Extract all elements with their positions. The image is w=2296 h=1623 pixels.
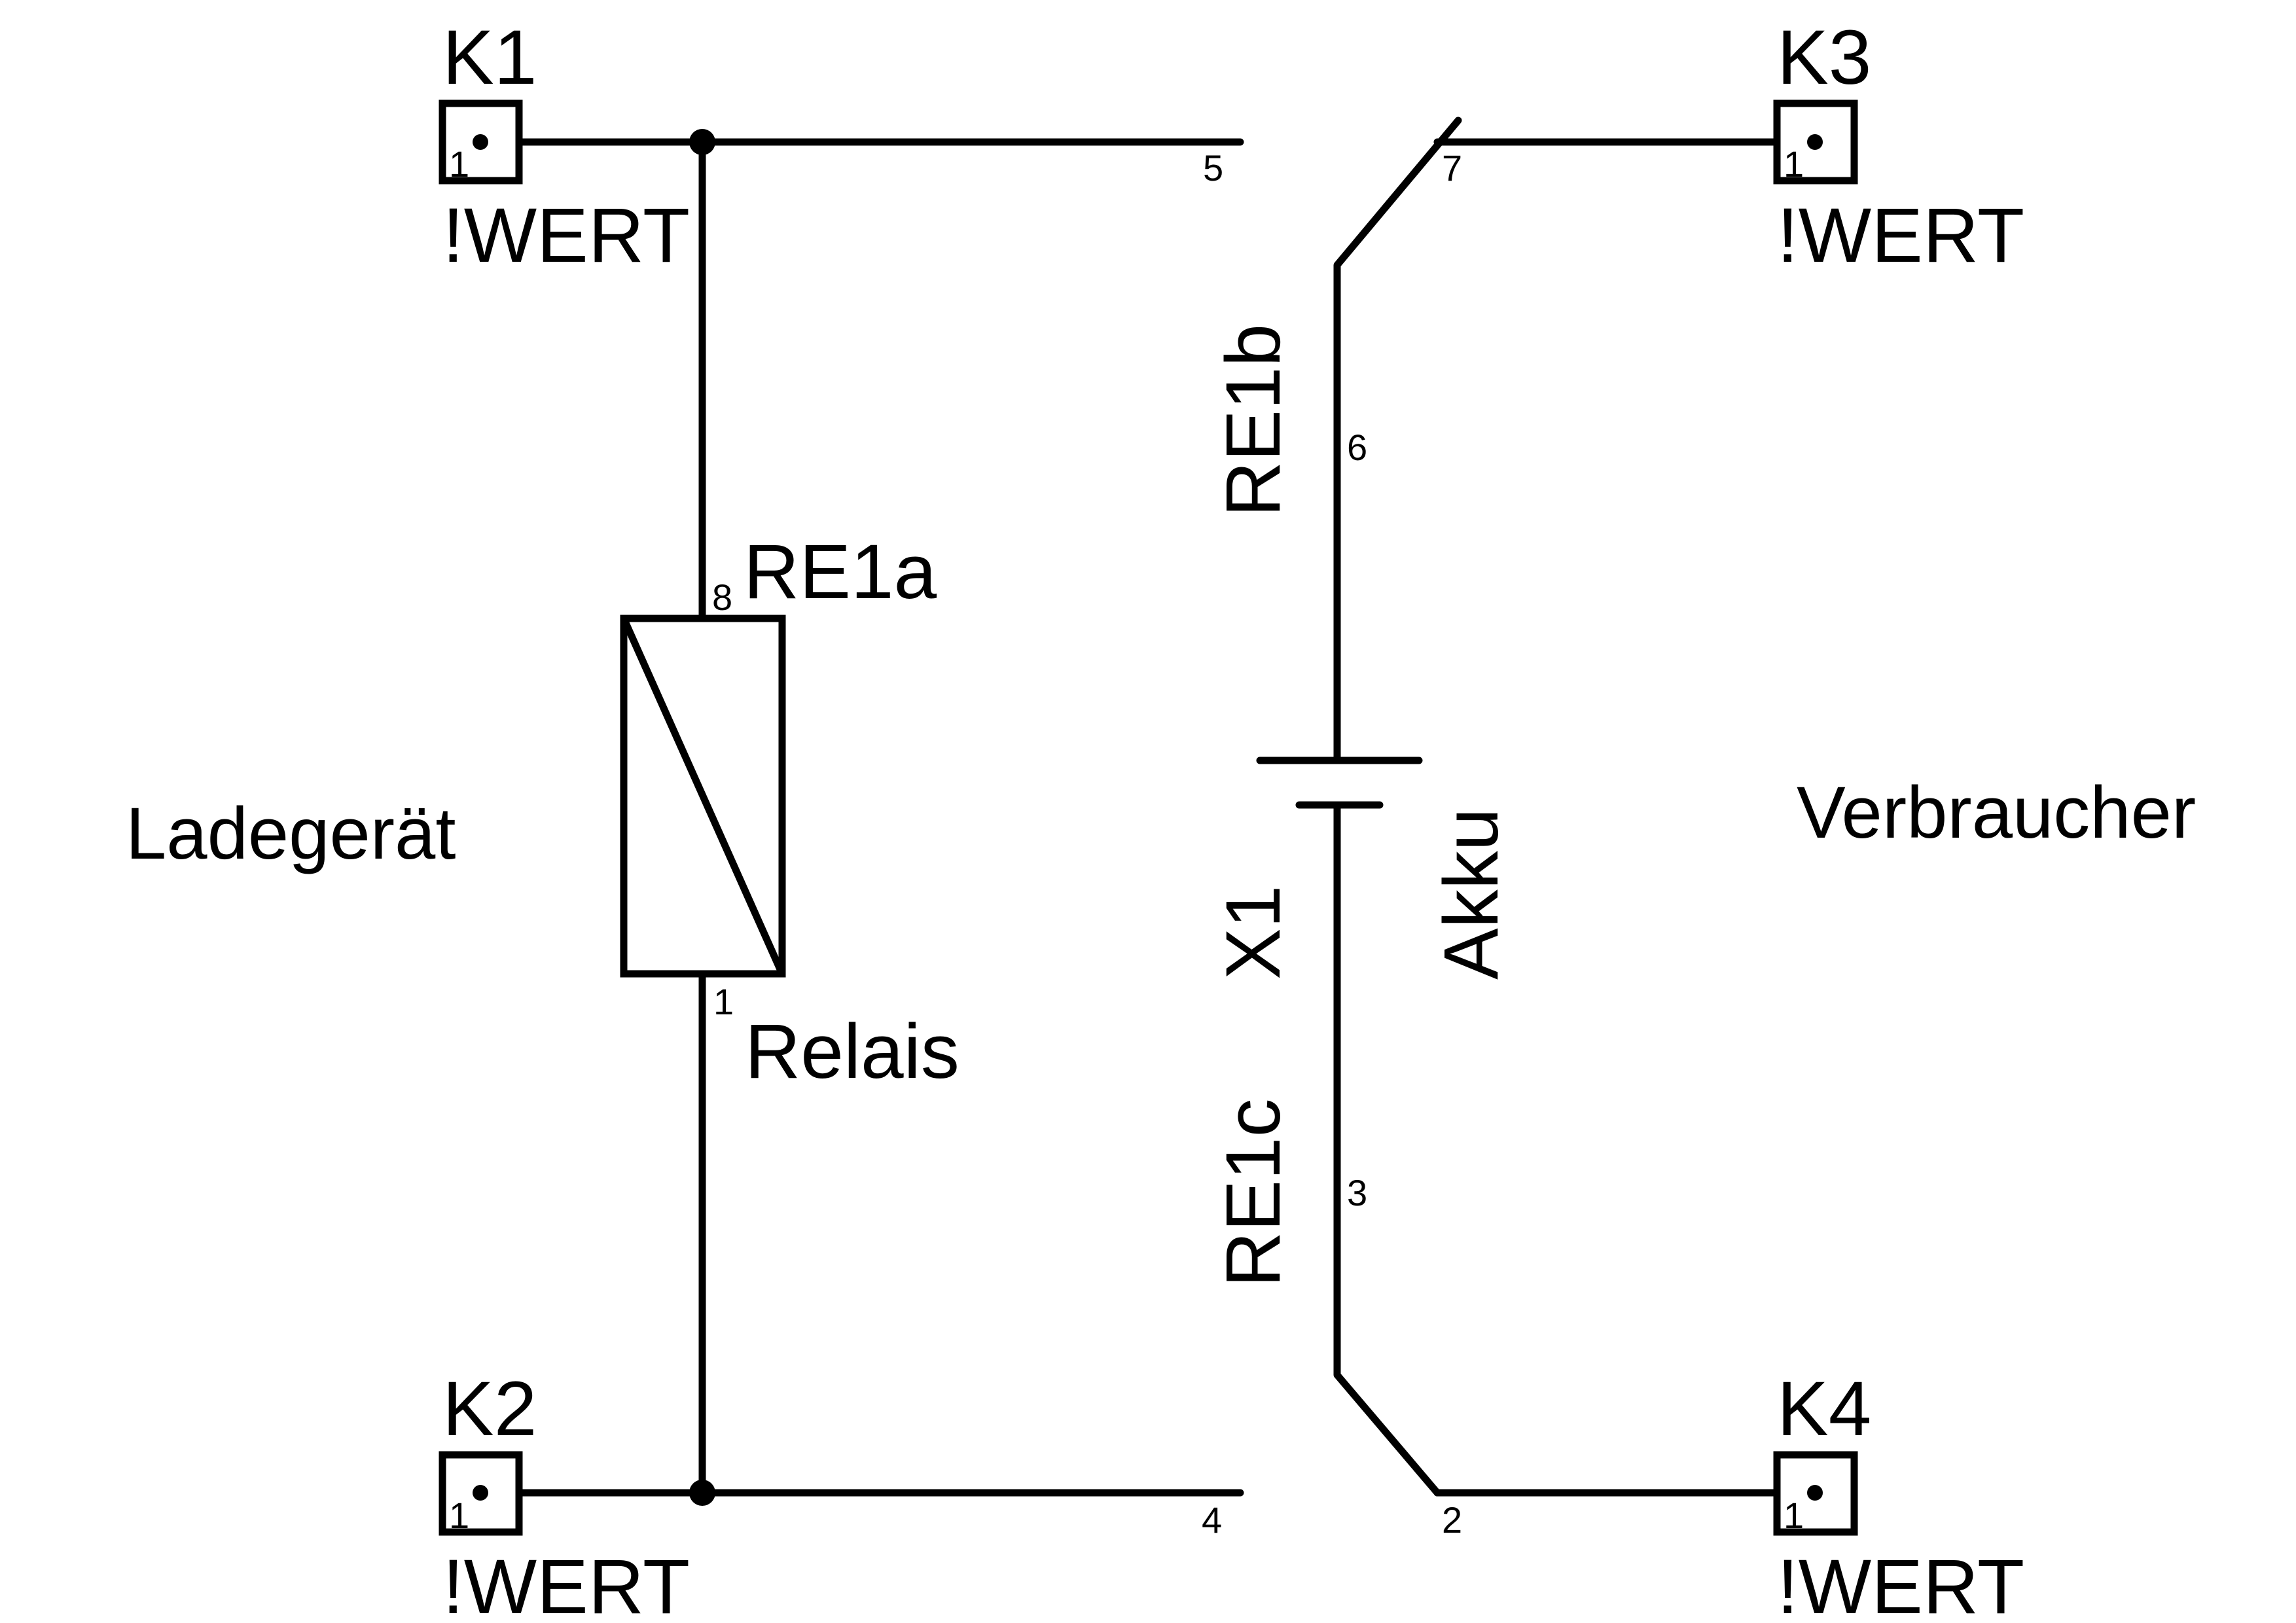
relay-coil: RE1a 8 1 Relais xyxy=(620,529,960,1095)
connector-k4-pin-dot xyxy=(1807,1485,1823,1501)
connector-k1-name: K1 xyxy=(442,14,537,101)
switch-re1c-blade xyxy=(1333,801,1441,1497)
relay-coil-pin-bottom: 1 xyxy=(713,981,734,1022)
connector-k2-pin-number: 1 xyxy=(449,1495,469,1536)
pin-4-label: 4 xyxy=(1202,1499,1222,1541)
switch-re1b-blade xyxy=(1333,116,1462,764)
pin-5-label: 5 xyxy=(1203,147,1223,188)
relay-coil-value: Relais xyxy=(745,1008,960,1095)
connector-k4-value: !WERT xyxy=(1777,1544,2024,1623)
junction-bottom xyxy=(689,1480,715,1506)
pin-6-label: 6 xyxy=(1347,427,1367,468)
connector-k2: K2 1 !WERT xyxy=(439,1366,690,1623)
connector-k2-value: !WERT xyxy=(442,1544,690,1623)
connector-k4-pin-number: 1 xyxy=(1784,1495,1804,1536)
connector-k3-name: K3 xyxy=(1777,14,1871,101)
battery-value: Akku xyxy=(1428,808,1515,980)
connector-k3-value: !WERT xyxy=(1777,192,2024,279)
connector-k4-name: K4 xyxy=(1777,1366,1871,1452)
relay-coil-pin-top: 8 xyxy=(712,577,732,618)
connector-k2-name: K2 xyxy=(442,1366,537,1452)
relay-contact-top-name: RE1b xyxy=(1210,324,1297,517)
relay-coil-name: RE1a xyxy=(744,529,937,615)
relay-coil-diagonal xyxy=(620,615,786,978)
pin-3-label: 3 xyxy=(1347,1172,1367,1213)
label-consumer: Verbraucher xyxy=(1797,772,2196,853)
connector-k4: K4 1 !WERT xyxy=(1773,1366,2024,1623)
pin-2-label: 2 xyxy=(1442,1499,1462,1541)
wires xyxy=(476,116,1819,1497)
connector-k1: K1 1 !WERT xyxy=(439,14,690,279)
connector-k2-pin-dot xyxy=(473,1485,488,1501)
connector-k3: K3 1 !WERT xyxy=(1773,14,2024,279)
connector-k1-pin-dot xyxy=(473,134,488,150)
label-charger: Ladegerät xyxy=(126,793,456,874)
battery: X1 Akku xyxy=(1210,757,1515,980)
pin-7-label: 7 xyxy=(1442,147,1462,188)
connector-k3-pin-dot xyxy=(1807,134,1823,150)
junction-top xyxy=(689,129,715,155)
connector-k3-pin-number: 1 xyxy=(1784,143,1804,185)
relay-contact-bottom-name: RE1c xyxy=(1210,1098,1297,1287)
connector-k1-pin-number: 1 xyxy=(449,143,469,185)
battery-name: X1 xyxy=(1210,885,1297,980)
connector-k1-value: !WERT xyxy=(442,192,690,279)
